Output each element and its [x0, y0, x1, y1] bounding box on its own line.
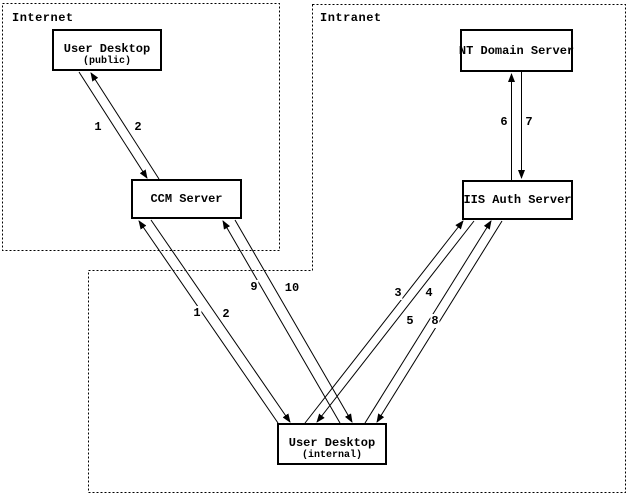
arrow-9-internal-desktop-to-ccm: [222, 220, 341, 424]
flow-label-2-internal: 2: [221, 307, 231, 321]
intranet-region-label: Intranet: [320, 11, 382, 25]
node-user-desktop-internal: User Desktop (internal): [277, 423, 387, 465]
flow-label-5: 5: [405, 314, 415, 328]
flow-label-9: 9: [249, 280, 259, 294]
node-nt-domain-server: NT Domain Server: [458, 29, 575, 72]
intranet-region-outline: [88, 4, 626, 493]
arrow-2-ccm-to-public-desktop: [90, 72, 160, 180]
arrow-1-public-desktop-to-ccm: [78, 71, 148, 179]
internet-region-label: Internet: [12, 11, 74, 25]
node-subtitle: (internal): [301, 449, 362, 461]
node-title: User Desktop: [63, 41, 151, 56]
flow-label-8: 8: [430, 314, 440, 328]
arrow-10-ccm-to-internal-desktop: [234, 219, 353, 423]
node-subtitle: (public): [82, 55, 131, 67]
flow-label-2-public: 2: [133, 120, 143, 134]
node-title: CCM Server: [150, 192, 223, 206]
flow-label-3: 3: [393, 286, 403, 300]
node-title: NT Domain Server: [458, 43, 575, 58]
arrow-3-internal-desktop-to-iis: [304, 220, 464, 424]
node-title: IIS Auth Server: [463, 193, 572, 207]
flow-label-7: 7: [524, 115, 534, 129]
arrow-1-internal-desktop-to-ccm: [138, 220, 279, 424]
node-iis-auth-server: IIS Auth Server: [462, 180, 573, 220]
node-ccm-server: CCM Server: [131, 179, 242, 219]
flow-label-6: 6: [499, 115, 509, 129]
flow-label-1-public: 1: [93, 120, 103, 134]
node-user-desktop-public: User Desktop (public): [52, 29, 162, 71]
flow-label-10: 10: [283, 281, 301, 295]
arrow-2-ccm-to-internal-desktop: [150, 219, 291, 423]
internet-region-outline: [2, 3, 280, 251]
arrow-4-iis-to-internal-desktop: [316, 220, 475, 423]
flow-label-1-internal: 1: [192, 306, 202, 320]
flow-label-4: 4: [424, 286, 434, 300]
arrow-5-internal-desktop-to-iis: [364, 220, 492, 424]
node-title: User Desktop: [288, 435, 376, 450]
